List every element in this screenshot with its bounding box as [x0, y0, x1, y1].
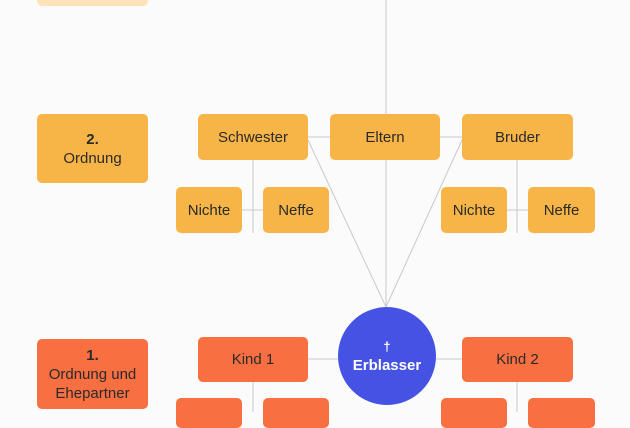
deceased-circle: † Erblasser: [338, 307, 436, 405]
order-3-box: [37, 0, 148, 6]
grandchild-box-2: [263, 398, 329, 428]
order-2-label: Ordnung: [63, 149, 122, 167]
parents-label: Eltern: [365, 128, 405, 146]
grandchild-box-4: [528, 398, 595, 428]
connector-lines: [242, 0, 528, 412]
child-1-label: Kind 1: [231, 351, 275, 368]
brother-box: Bruder: [462, 114, 573, 160]
brother-nephew-label: Neffe: [543, 201, 580, 219]
brother-niece-label: Nichte: [452, 201, 496, 219]
sister-box: Schwester: [198, 114, 308, 160]
sister-nephew-label: Neffe: [278, 201, 314, 219]
sister-niece-box: Nichte: [176, 187, 242, 233]
child-2-box: Kind 2: [462, 337, 573, 382]
order-2-number: 2.: [86, 130, 99, 148]
order-1-label: Ordnung und: [48, 365, 137, 383]
brother-label: Bruder: [494, 128, 541, 146]
order-1-box: 1. Ordnung und Ehepartner: [37, 339, 148, 409]
sister-label: Schwester: [217, 128, 289, 146]
cross-icon: †: [383, 339, 391, 354]
parents-box: Eltern: [330, 114, 440, 160]
order-1-number: 1.: [86, 346, 99, 364]
grandchild-box-3: [441, 398, 507, 428]
brother-niece-box: Nichte: [441, 187, 507, 233]
order-2-box: 2. Ordnung: [37, 114, 148, 183]
sister-niece-label: Nichte: [187, 201, 231, 219]
sister-nephew-box: Neffe: [263, 187, 329, 233]
brother-nephew-box: Neffe: [528, 187, 595, 233]
child-1-box: Kind 1: [198, 337, 308, 382]
order-1-label-2: Ehepartner: [55, 384, 130, 402]
grandchild-box-1: [176, 398, 242, 428]
child-2-label: Kind 2: [496, 351, 539, 368]
deceased-label: Erblasser: [352, 357, 422, 374]
